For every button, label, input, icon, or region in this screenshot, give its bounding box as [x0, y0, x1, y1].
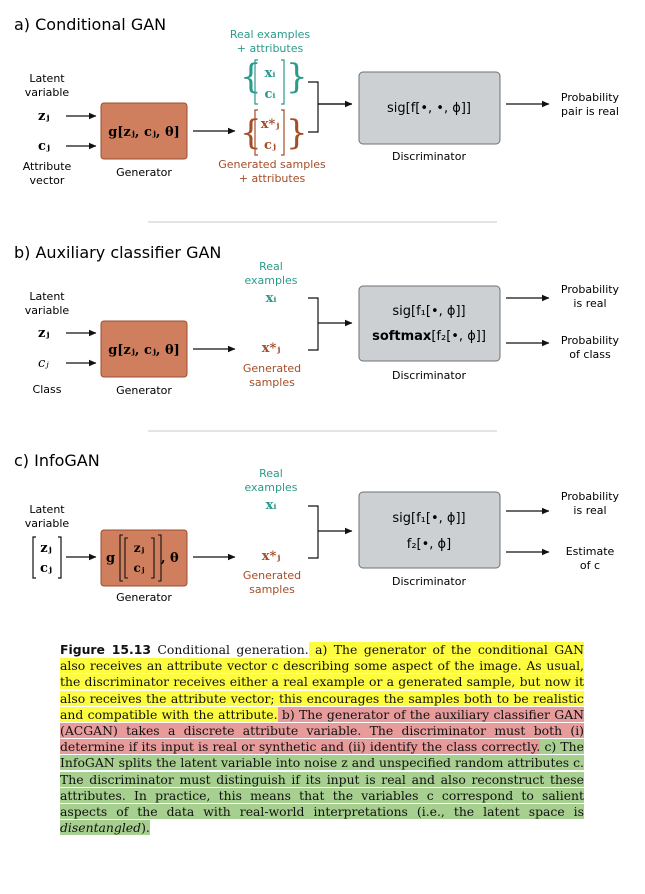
generator-label: Generator — [116, 384, 172, 397]
panel-c-c-input: cⱼ — [40, 561, 52, 576]
panel-c-title: c) InfoGAN — [14, 451, 100, 470]
generated-samples-label: Generated samples — [218, 158, 326, 171]
panel-b-latent-label-2: variable — [25, 304, 70, 317]
output-estimate-label-2: of c — [580, 559, 600, 572]
panel-a-c-input: cⱼ — [38, 139, 50, 154]
output-real-label-2: is real — [573, 297, 606, 310]
generated-pair-set: { x*ⱼ cⱼ } — [240, 109, 308, 156]
figure-caption: Figure 15.13 Conditional generation. a) … — [60, 642, 584, 836]
right-brace-icon: } — [286, 57, 308, 97]
output-class-label: Probability — [561, 334, 620, 347]
fake-x: x*ⱼ — [261, 117, 280, 132]
real-pair-set: { xᵢ cᵢ } — [240, 57, 308, 105]
panel-a-title: a) Conditional GAN — [14, 15, 166, 34]
generator-formula: g[zⱼ, cⱼ, θ] — [108, 125, 180, 140]
panel-a: a) Conditional GAN Latent variable zⱼ cⱼ… — [14, 15, 620, 187]
generator-z: zⱼ — [134, 541, 145, 555]
discriminator-formula-2: f₂[•, ϕ] — [407, 537, 451, 552]
real-examples-label: Real examples — [230, 28, 311, 41]
generated-samples-label-2: samples — [249, 583, 295, 596]
generated-samples-label-2: + attributes — [239, 172, 306, 185]
generator-box — [100, 102, 188, 160]
real-examples-label: Real — [259, 260, 283, 273]
discriminator-label: Discriminator — [392, 369, 466, 382]
panel-a-attribute-label: Attribute — [23, 160, 72, 173]
caption-part-c-text: c) The InfoGAN splits the latent variabl… — [60, 739, 584, 820]
panel-b-z-input: zⱼ — [38, 326, 49, 341]
generator-theta: , θ — [161, 551, 179, 566]
panel-b: b) Auxiliary classifier GAN Latent varia… — [14, 243, 620, 397]
real-x: xᵢ — [265, 66, 276, 81]
panel-c-latent-label-2: variable — [25, 517, 70, 530]
left-brace-icon: { — [240, 57, 262, 97]
bracket-icon — [254, 59, 285, 105]
real-examples-label: Real — [259, 467, 283, 480]
bracket-icon — [32, 536, 62, 579]
output-estimate-label: Estimate — [566, 545, 615, 558]
merge-connector — [308, 505, 319, 559]
panel-a-latent-label: Latent — [29, 72, 65, 85]
real-x: xᵢ — [266, 498, 277, 513]
real-examples-label-2: examples — [244, 274, 297, 287]
output-class-label-2: of class — [569, 348, 611, 361]
real-c: cᵢ — [264, 87, 275, 102]
generated-samples-label-2: samples — [249, 376, 295, 389]
panel-a-z-input: zⱼ — [38, 109, 49, 124]
fake-x: x*ⱼ — [262, 341, 281, 356]
discriminator-box — [358, 71, 501, 145]
figure-diagram: a) Conditional GAN Latent variable zⱼ cⱼ… — [14, 15, 620, 604]
panel-b-title: b) Auxiliary classifier GAN — [14, 243, 221, 262]
caption-part-c-end: ). — [141, 820, 150, 836]
discriminator-formula-1: sig[f₁[•, ϕ]] — [392, 304, 465, 319]
output-real-label: Probability — [561, 490, 620, 503]
real-x: xᵢ — [266, 291, 277, 306]
discriminator-formula: sig[f[•, •, ϕ]] — [387, 101, 471, 116]
output-label: Probability — [561, 91, 620, 104]
discriminator-box — [358, 285, 501, 362]
generator-label: Generator — [116, 591, 172, 604]
bracket-icon — [254, 109, 285, 156]
discriminator-formula-1: sig[f₁[•, ϕ]] — [392, 511, 465, 526]
fake-c: cⱼ — [264, 138, 276, 153]
output-real-label: Probability — [561, 283, 620, 296]
panel-c-latent-label: Latent — [29, 503, 65, 516]
right-brace-icon: } — [286, 113, 308, 153]
output-label-2: pair is real — [561, 105, 619, 118]
generated-samples-label: Generated — [243, 569, 301, 582]
softmax-label: softmax — [372, 329, 432, 344]
panel-c: c) InfoGAN Latent variable zⱼ cⱼ g zⱼ cⱼ… — [14, 451, 620, 604]
panel-b-c-input: cⱼ — [38, 356, 49, 371]
generator-formula: g[zⱼ, cⱼ, θ] — [108, 343, 180, 358]
left-brace-icon: { — [240, 113, 262, 153]
discriminator-label: Discriminator — [392, 150, 466, 163]
merge-connector — [308, 81, 352, 133]
panel-c-z-input: zⱼ — [40, 541, 51, 556]
generator-box — [100, 529, 188, 587]
merge-connector — [308, 297, 319, 351]
generator-g: g — [106, 551, 115, 566]
caption-emphasis: disentangled — [60, 820, 142, 836]
bracket-icon — [119, 534, 162, 582]
discriminator-label: Discriminator — [392, 575, 466, 588]
discriminator-formula-2: softmax[f₂[•, ϕ]] — [372, 329, 486, 344]
caption-intro: Conditional generation. — [150, 642, 309, 657]
softmax-args: [f₂[•, ϕ]] — [431, 329, 486, 344]
generator-c: cⱼ — [133, 561, 144, 575]
panel-b-class-label: Class — [33, 383, 62, 396]
output-real-label-2: is real — [573, 504, 606, 517]
generator-label: Generator — [116, 166, 172, 179]
generated-samples-label: Generated — [243, 362, 301, 375]
caption-part-b: b) The generator of the auxiliary classi… — [60, 706, 584, 755]
discriminator-box — [358, 491, 501, 569]
figure-label: Figure 15.13 — [60, 642, 151, 657]
panel-b-latent-label: Latent — [29, 290, 65, 303]
panel-a-attribute-label-2: vector — [30, 174, 65, 187]
fake-x: x*ⱼ — [262, 549, 281, 564]
real-examples-label-2: + attributes — [237, 42, 304, 55]
real-examples-label-2: examples — [244, 481, 297, 494]
panel-a-latent-label-2: variable — [25, 86, 70, 99]
generator-box — [100, 320, 188, 378]
